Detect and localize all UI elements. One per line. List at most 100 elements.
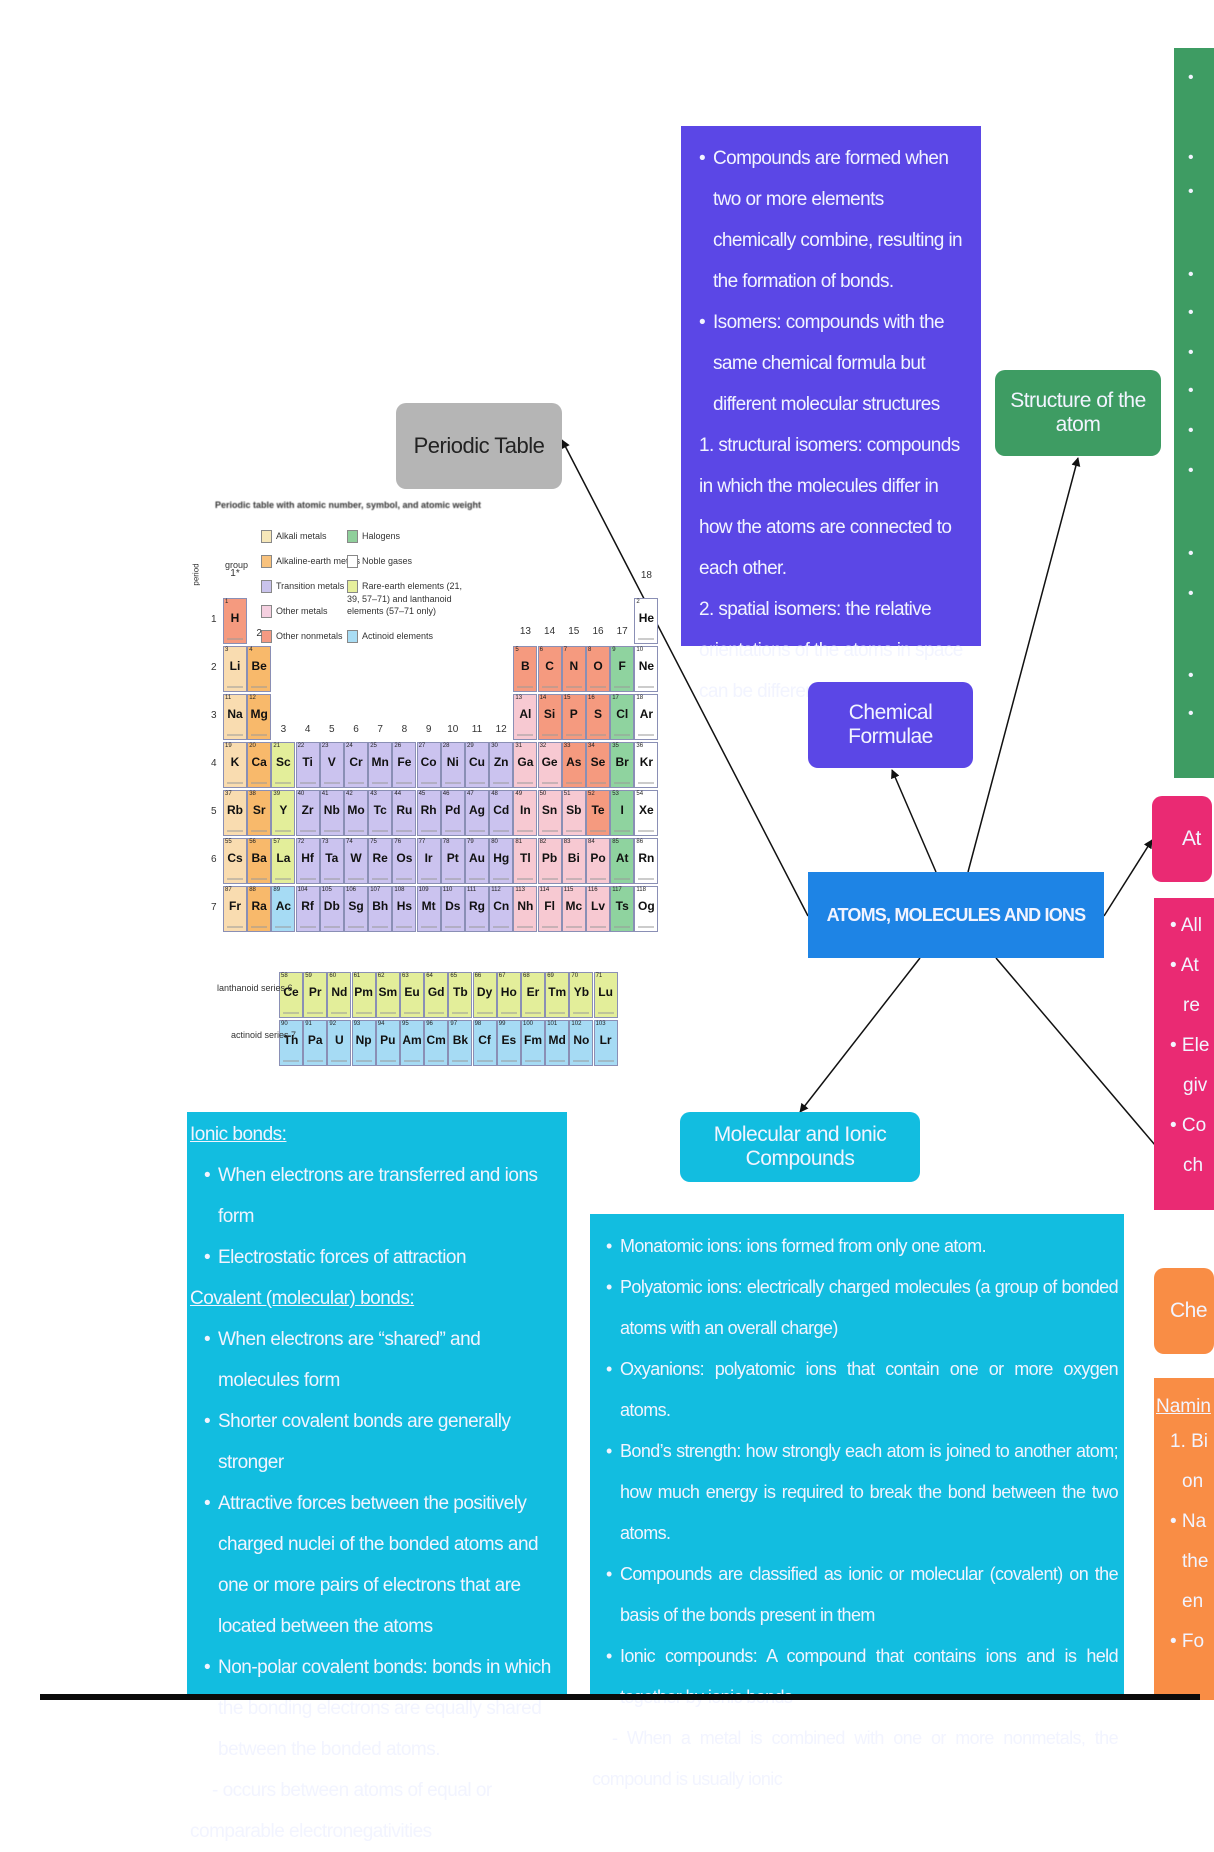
- atoms-details-box: • All • At re • Ele giv • Co ch: [1154, 898, 1214, 1210]
- ions-compounds-box: •Monatomic ions: ions formed from only o…: [590, 1214, 1124, 1789]
- atomic-number: 80: [491, 839, 498, 845]
- atomic-weight: [396, 782, 413, 784]
- atomic-number: 71: [595, 973, 603, 979]
- atomic-number: 26: [394, 743, 402, 749]
- atomic-number: 23: [321, 743, 329, 749]
- element-symbol: Pm: [354, 985, 373, 999]
- atomic-number: 37: [225, 791, 232, 797]
- element-symbol: Tl: [520, 851, 531, 865]
- isomers-bullet: •Isomers: compounds with the same chemic…: [699, 312, 945, 415]
- atomic-weight: [500, 1060, 517, 1062]
- center-node[interactable]: ATOMS, MOLECULES AND IONS: [808, 872, 1104, 958]
- atomic-number: 19: [225, 743, 232, 749]
- atomic-number: 43: [370, 791, 377, 797]
- element-symbol: O: [593, 659, 603, 673]
- atomic-number: 92: [329, 1021, 337, 1027]
- atomic-number: 27: [418, 743, 426, 749]
- atomic-number: 83: [563, 839, 571, 845]
- element-symbol: Ts: [615, 899, 629, 913]
- legend-item: Other nonmetals: [261, 630, 343, 643]
- element-symbol: He: [638, 611, 655, 625]
- element-symbol: K: [230, 755, 240, 769]
- element-symbol: Co: [420, 755, 437, 769]
- atomic-number: 84: [588, 839, 595, 845]
- element-symbol: Sb: [566, 803, 582, 817]
- legend-item: Transition metals: [261, 580, 344, 593]
- atomic-number: 67: [498, 973, 506, 979]
- period-number: 1: [211, 614, 217, 625]
- node-structure-of-atom[interactable]: Structure of the atom: [995, 370, 1161, 456]
- atomic-weight: [614, 926, 631, 928]
- atomic-number: 48: [491, 791, 498, 797]
- atomic-weight: [227, 734, 243, 736]
- atomic-weight: [227, 638, 243, 640]
- legend-label: Actinoid elements: [362, 630, 434, 641]
- element-symbol: Mo: [347, 803, 365, 817]
- node-molecular-ionic-compounds[interactable]: Molecular and Ionic Compounds: [680, 1112, 920, 1182]
- group-number: 7: [377, 724, 383, 735]
- atomic-number: 91: [305, 1021, 312, 1027]
- atomic-weight: [355, 1012, 372, 1014]
- legend-label: Noble gases: [362, 555, 413, 566]
- atomic-weight: [355, 1060, 372, 1062]
- element-symbol: Te: [591, 803, 605, 817]
- atomic-weight: [597, 1012, 614, 1014]
- bottom-edge-bar: [40, 1694, 1200, 1700]
- element-symbol: Fm: [524, 1033, 542, 1047]
- atomic-number: 100: [523, 1021, 534, 1027]
- atomic-number: 94: [377, 1021, 385, 1027]
- atomic-weight: [396, 878, 413, 880]
- atomic-number: 64: [426, 973, 433, 979]
- element-symbol: Tm: [548, 985, 567, 999]
- element-symbol: Ac: [275, 899, 292, 913]
- node-atoms[interactable]: At: [1152, 796, 1212, 882]
- period-axis-label: period: [191, 563, 201, 586]
- element-symbol: Cd: [493, 803, 510, 817]
- atomic-weight: [323, 782, 340, 784]
- node-periodic-table[interactable]: Periodic Table: [396, 403, 562, 489]
- atomic-weight: [614, 782, 631, 784]
- element-symbol: Rb: [227, 803, 243, 817]
- atomic-weight: [541, 830, 558, 832]
- node-chemical-partial[interactable]: Che: [1154, 1268, 1214, 1354]
- naming-box: Namin 1. Bi on • Na the en • Fo: [1154, 1378, 1214, 1700]
- atomic-number: 56: [249, 839, 256, 845]
- atomic-number: 68: [523, 973, 530, 979]
- element-symbol: F: [618, 659, 626, 673]
- atomic-weight: [323, 878, 340, 880]
- element-symbol: Cu: [469, 755, 485, 769]
- element-symbol: Dy: [476, 985, 493, 999]
- ions-bullet: •Bond’s strength: how strongly each atom…: [606, 1441, 1119, 1543]
- atomic-number: 10: [636, 647, 644, 653]
- atomic-weight: [404, 1012, 420, 1014]
- element-symbol: Nb: [323, 803, 340, 817]
- atomic-weight: [517, 926, 534, 928]
- atomic-number: 81: [515, 839, 523, 845]
- atomic-number: 102: [571, 1021, 582, 1027]
- atomic-weight: [275, 878, 292, 880]
- atomic-weight: [469, 830, 485, 832]
- atomic-weight: [517, 878, 534, 880]
- atomic-weight: [549, 1060, 566, 1062]
- atomic-weight: [638, 638, 655, 640]
- node-chemical-formulae[interactable]: Chemical Formulae: [808, 682, 973, 768]
- element-symbol: Sc: [276, 755, 291, 769]
- atomic-number: 108: [394, 887, 405, 893]
- atomic-weight: [299, 926, 316, 928]
